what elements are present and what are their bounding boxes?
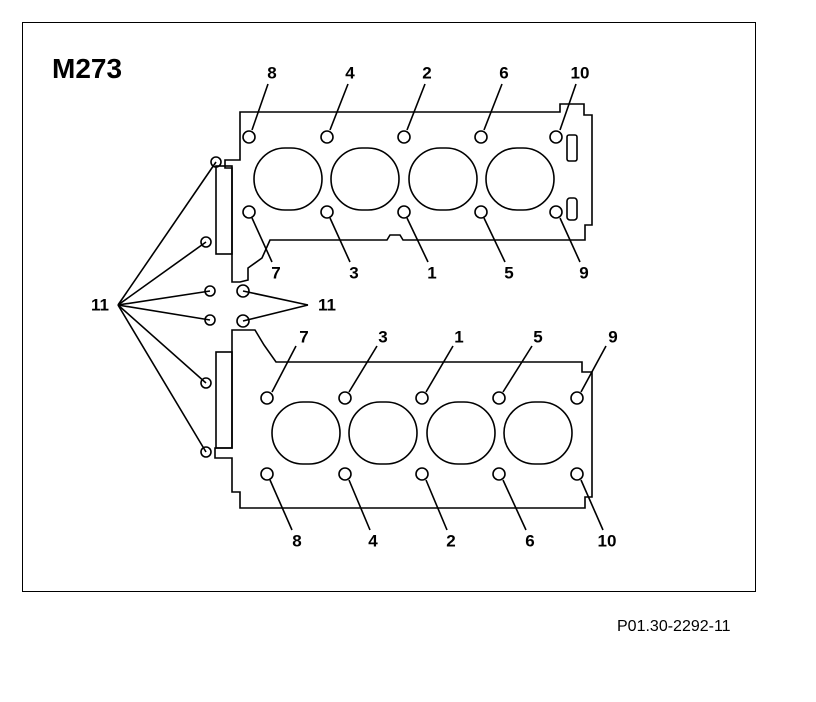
lower-bottom-labels: 8 4 2 6 10 bbox=[292, 531, 616, 550]
bolt-label: 1 bbox=[427, 263, 436, 282]
upper-leader-lines bbox=[251, 83, 581, 263]
upper-bolt-hole bbox=[549, 130, 563, 144]
lower-leader-lines bbox=[269, 345, 607, 531]
lower-bolt-hole bbox=[415, 467, 429, 481]
diagram-frame bbox=[22, 22, 756, 592]
upper-bore-4 bbox=[485, 147, 555, 211]
upper-bolt-hole bbox=[397, 130, 411, 144]
bolt-label: 4 bbox=[368, 531, 378, 550]
upper-bolt-hole bbox=[242, 205, 256, 219]
lower-side-hole bbox=[200, 446, 212, 458]
lower-side-hole bbox=[200, 377, 212, 389]
lower-bolt-hole bbox=[492, 391, 506, 405]
lower-bolt-hole bbox=[492, 467, 506, 481]
upper-bolt-hole bbox=[397, 205, 411, 219]
lower-side-hole bbox=[236, 314, 250, 328]
upper-side-hole bbox=[236, 284, 250, 298]
bolt-11-label-right: 11 bbox=[318, 295, 336, 314]
upper-top-labels: 8 4 2 6 10 bbox=[267, 63, 589, 82]
upper-bolt-hole bbox=[242, 130, 256, 144]
lower-gasket-outline bbox=[214, 329, 593, 509]
upper-side-hole bbox=[210, 156, 222, 168]
bolt-label: 8 bbox=[292, 531, 301, 550]
bolt-label: 5 bbox=[504, 263, 513, 282]
lower-side-hole bbox=[204, 314, 216, 326]
upper-bore-2 bbox=[330, 147, 400, 211]
bolt-11-label-left: 11 bbox=[91, 295, 109, 314]
lower-bolt-hole bbox=[260, 391, 274, 405]
upper-bolt-hole bbox=[474, 205, 488, 219]
bolt-label: 2 bbox=[422, 63, 431, 82]
lower-bolt-hole bbox=[570, 391, 584, 405]
upper-bore-3 bbox=[408, 147, 478, 211]
bolt-label: 1 bbox=[454, 327, 463, 346]
lower-bolt-hole bbox=[570, 467, 584, 481]
lower-bolt-hole bbox=[415, 391, 429, 405]
upper-bolt-hole bbox=[474, 130, 488, 144]
bolt-label: 3 bbox=[378, 327, 387, 346]
upper-bolt-hole bbox=[320, 205, 334, 219]
bolt-label: 9 bbox=[579, 263, 588, 282]
bolt-label: 10 bbox=[571, 63, 590, 82]
lower-bolt-hole bbox=[338, 391, 352, 405]
bolt-11-leader-lines bbox=[117, 161, 309, 453]
bolt-label: 7 bbox=[271, 263, 280, 282]
bolt-label: 2 bbox=[446, 531, 455, 550]
model-label: M273 bbox=[52, 53, 122, 84]
upper-slot-top bbox=[566, 134, 578, 162]
lower-bore-1 bbox=[271, 401, 341, 465]
bolt-label: 8 bbox=[267, 63, 276, 82]
lower-bolt-hole bbox=[260, 467, 274, 481]
lower-gasket bbox=[200, 314, 593, 509]
lower-bolt-hole bbox=[338, 467, 352, 481]
bolt-label: 10 bbox=[598, 531, 617, 550]
bolt-label: 6 bbox=[499, 63, 508, 82]
bolt-label: 3 bbox=[349, 263, 358, 282]
upper-side-hole bbox=[200, 236, 212, 248]
lower-top-labels: 7 3 1 5 9 bbox=[299, 327, 617, 346]
lower-bore-2 bbox=[348, 401, 418, 465]
upper-side-tab bbox=[215, 165, 233, 255]
figure-code: P01.30-2292-11 bbox=[617, 618, 731, 635]
upper-bolt-hole bbox=[549, 205, 563, 219]
lower-bore-3 bbox=[426, 401, 496, 465]
lower-side-tab bbox=[215, 351, 233, 449]
bolt-label: 4 bbox=[345, 63, 355, 82]
upper-bore-1 bbox=[253, 147, 323, 211]
bolt-label: 7 bbox=[299, 327, 308, 346]
upper-gasket bbox=[200, 103, 593, 298]
bolt-label: 9 bbox=[608, 327, 617, 346]
lower-bore-4 bbox=[503, 401, 573, 465]
bolt-label: 6 bbox=[525, 531, 534, 550]
upper-gasket-outline bbox=[224, 103, 593, 283]
upper-slot-bottom bbox=[566, 197, 578, 221]
upper-bolt-hole bbox=[320, 130, 334, 144]
bolt-label: 5 bbox=[533, 327, 542, 346]
upper-bottom-labels: 7 3 1 5 9 bbox=[271, 263, 588, 282]
